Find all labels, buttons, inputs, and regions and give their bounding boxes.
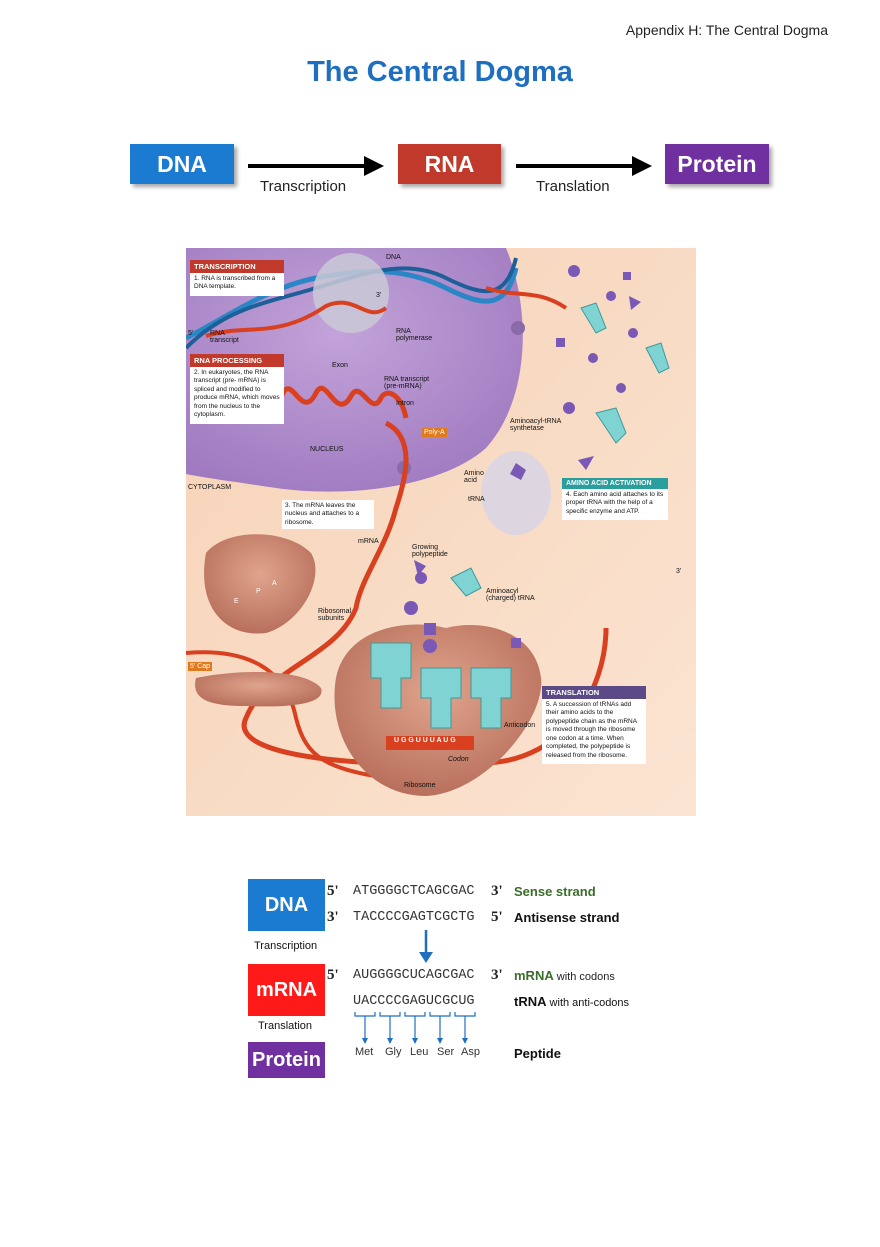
antisense-left: 3'	[327, 909, 339, 925]
step3-text: 3. The mRNA leaves the nucleus and attac…	[282, 500, 374, 530]
label-amino-acid: Amino acid	[464, 470, 484, 484]
translation-box: TRANSLATION 5. A succession of tRNAs add…	[542, 686, 646, 765]
label-3prime-a: 3'	[376, 292, 382, 299]
flow-arrow-2	[516, 156, 652, 176]
mrna-label: mRNA with codons	[514, 968, 615, 983]
seq-transcription-label: Transcription	[254, 940, 318, 952]
antisense-label: Antisense strand	[514, 910, 620, 925]
translation-header: TRANSLATION	[542, 686, 646, 699]
sense-label: Sense strand	[514, 884, 596, 899]
label-exon: Exon	[332, 362, 348, 369]
label-aminoacyl-synthetase: Aminoacyl-tRNA synthetase	[510, 418, 561, 432]
flow-protein-box: Protein	[665, 144, 769, 184]
flow-arrow-1	[248, 156, 384, 176]
label-trna: tRNA	[468, 496, 485, 503]
label-5-cap: 5' Cap	[188, 662, 213, 671]
sense-left: 5'	[327, 883, 339, 899]
amino-acid-1: Met	[355, 1046, 374, 1058]
flow-dna-label: DNA	[157, 150, 207, 177]
transcription-text: 1. RNA is transcribed from a DNA templat…	[194, 275, 276, 291]
mrna-label-rest: with codons	[553, 971, 615, 983]
label-nucleus: NUCLEUS	[310, 446, 344, 453]
mrna-right: 3'	[491, 967, 503, 983]
transcription-box: TRANSCRIPTION 1. RNA is transcribed from…	[190, 260, 284, 296]
flow-rna-box: RNA	[398, 144, 501, 184]
flow-protein-label: Protein	[677, 150, 757, 177]
label-dna: DNA	[386, 254, 401, 261]
flow-rna-label: RNA	[424, 150, 475, 177]
sense-sequence: ATGGGGCTCAGCGAC	[353, 884, 475, 899]
transcription-down-arrow	[419, 930, 433, 963]
antisense-right: 5'	[491, 909, 503, 925]
figure-illustration	[186, 248, 696, 816]
seq-mrna-box: mRNA	[248, 964, 325, 1016]
label-3prime-b: 3'	[676, 568, 682, 575]
amino-acid-2: Gly	[385, 1046, 402, 1058]
rna-processing-header: RNA PROCESSING	[190, 354, 284, 367]
label-codon-letters: U G G U U U A U G	[394, 737, 456, 744]
rna-processing-box: RNA PROCESSING 2. In eukaryotes, the RNA…	[190, 354, 284, 424]
central-dogma-figure: TRANSCRIPTION 1. RNA is transcribed from…	[186, 248, 696, 816]
label-codon: Codon	[448, 756, 469, 763]
label-ribosome: Ribosome	[404, 782, 436, 789]
label-p-site: P	[256, 588, 261, 595]
label-a-site: A	[272, 580, 277, 587]
trna-sequence: UACCCCGAGUCGCUG	[353, 994, 475, 1009]
trna-label-bold: tRNA	[514, 994, 547, 1009]
label-growing-polypeptide: Growing polypeptide	[412, 544, 448, 558]
transcription-header: TRANSCRIPTION	[190, 260, 284, 273]
amino-acid-3: Leu	[410, 1046, 429, 1058]
seq-protein-label: Protein	[252, 1048, 321, 1071]
seq-mrna-label: mRNA	[255, 978, 318, 1001]
seq-dna-box: DNA	[248, 879, 325, 931]
label-5prime: 5'	[188, 330, 194, 337]
page-title: The Central Dogma	[307, 56, 573, 88]
antisense-sequence: TACCCCGAGTCGCTG	[353, 910, 475, 925]
label-cytoplasm: CYTOPLASM	[188, 484, 232, 491]
label-anticodon: Anticodon	[504, 722, 536, 729]
label-charged-trna: Aminoacyl (charged) tRNA	[486, 588, 535, 602]
mrna-sequence: AUGGGGCUCAGCGAC	[353, 968, 475, 983]
flow-dna-box: DNA	[130, 144, 234, 184]
label-e-site: E	[234, 598, 239, 605]
label-rna-transcript: RNA transcript	[210, 330, 239, 344]
codon-brackets	[354, 1012, 476, 1044]
seq-translation-label: Translation	[258, 1020, 313, 1032]
appendix-header: Appendix H: The Central Dogma	[625, 22, 828, 38]
amino-acid-5: Asp	[461, 1046, 480, 1058]
sense-right: 3'	[491, 883, 503, 899]
label-rna-transcript-pre: RNA transcript (pre-mRNA)	[384, 376, 430, 390]
label-ribosomal-subunits: Ribosomal subunits	[318, 608, 352, 622]
label-intron: Intron	[396, 400, 414, 407]
rna-processing-text: 2. In eukaryotes, the RNA transcript (pr…	[194, 369, 280, 419]
label-poly-a: Poly-A	[422, 428, 447, 437]
seq-protein-box: Protein	[248, 1042, 325, 1078]
trna-label-rest: with anti-codons	[546, 997, 630, 1009]
mrna-label-bold: mRNA	[514, 968, 554, 983]
amino-acid-activation-box: AMINO ACID ACTIVATION 4. Each amino acid…	[562, 478, 668, 521]
label-rna-polymerase: RNA polymerase	[396, 328, 433, 342]
translation-text: 5. A succession of tRNAs add their amino…	[546, 701, 637, 759]
amino-acid-4: Ser	[437, 1046, 455, 1058]
flow-transcription-label: Transcription	[260, 178, 347, 195]
activation-header: AMINO ACID ACTIVATION	[562, 478, 668, 489]
activation-text: 4. Each amino acid attaches to its prope…	[566, 491, 664, 515]
flow-translation-label: Translation	[536, 178, 610, 195]
trna-label: tRNA with anti-codons	[514, 994, 629, 1009]
peptide-label: Peptide	[514, 1046, 561, 1061]
label-mrna: mRNA	[358, 538, 379, 545]
mrna-left: 5'	[327, 967, 339, 983]
seq-dna-label: DNA	[264, 893, 309, 916]
